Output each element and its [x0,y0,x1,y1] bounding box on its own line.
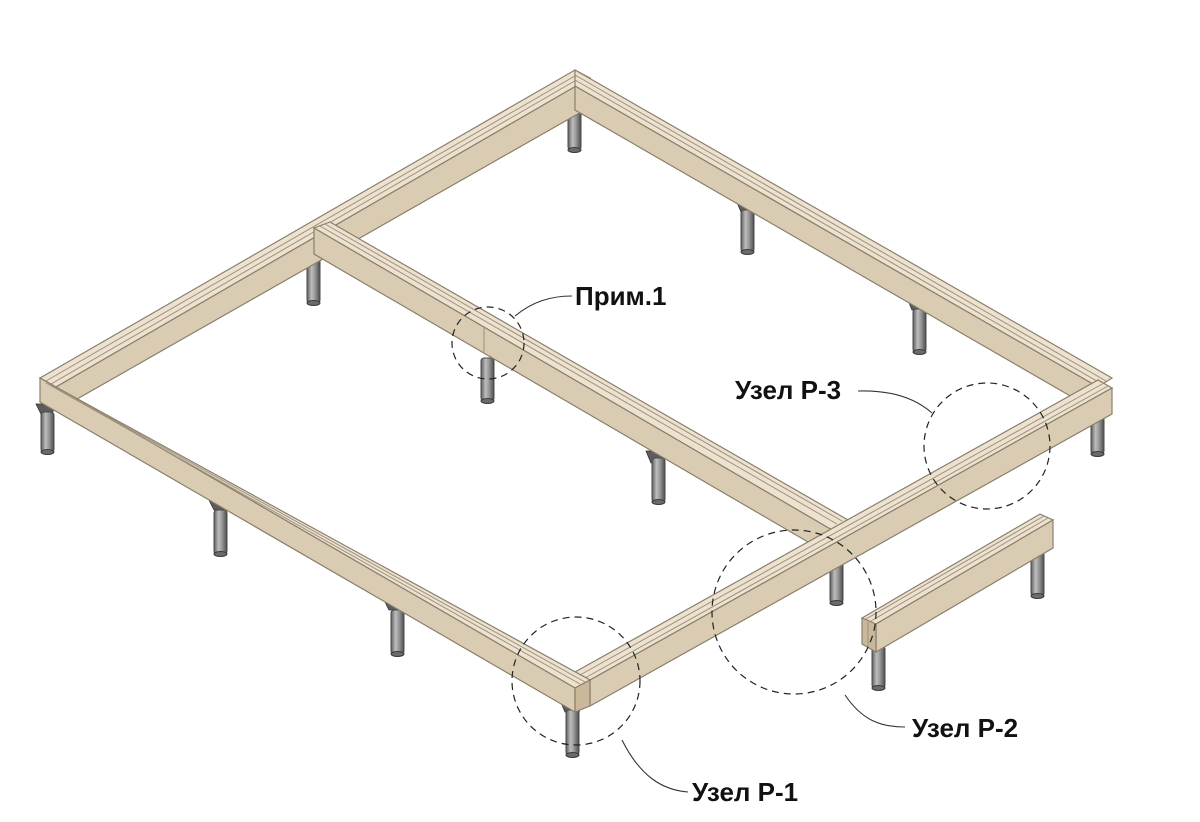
beam-frame [38,68,1114,714]
detail-markers [451,306,1051,746]
leader-uzel-r3 [857,390,933,414]
label-prim1: Прим.1 [575,281,666,311]
detail-circle-uzel-r3 [923,382,1051,510]
pile [567,107,582,153]
pile [645,450,666,505]
pile [480,357,495,404]
beam-front-left [39,376,592,714]
leader-lines [514,295,933,793]
beam-separate [860,513,1055,654]
detail-circle-uzel-r2 [711,529,877,695]
label-uzel-r2: Узел Р-2 [912,713,1018,743]
leader-uzel-r1 [621,739,689,793]
piles [35,107,1111,758]
callout-labels: Прим.1 Узел Р-3 Узел Р-2 Узел Р-1 [575,281,1018,807]
label-uzel-r3: Узел Р-3 [735,375,841,405]
pile [35,403,57,455]
detail-circle-prim1 [451,306,525,380]
beam-back-right [574,68,1114,414]
label-uzel-r1: Узел Р-1 [692,777,798,807]
detail-circle-uzel-r1 [511,616,641,746]
leader-uzel-r2 [844,694,906,728]
leader-prim1 [514,295,573,317]
pile [1030,551,1045,599]
